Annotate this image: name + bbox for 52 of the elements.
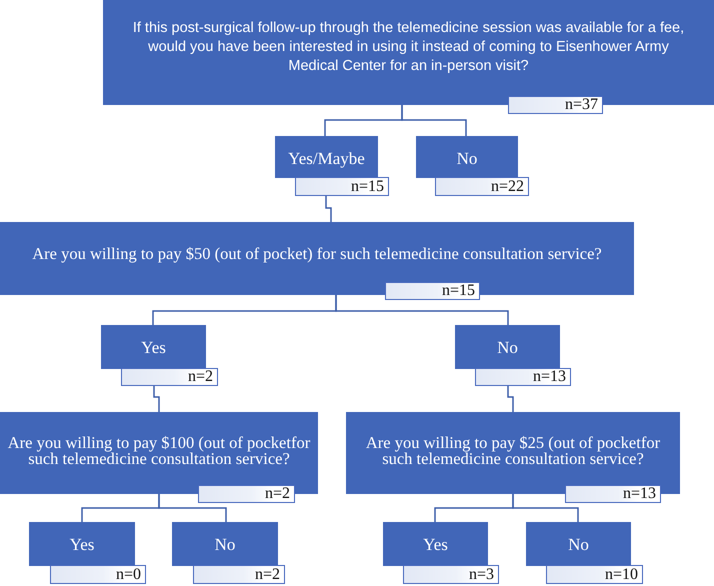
response-text: Yes [141, 338, 166, 358]
count-text: n=2 [264, 486, 290, 502]
count-text: n=13 [532, 369, 566, 385]
response-text: No [456, 149, 478, 169]
count-box [50, 565, 146, 584]
count-text: n=13 [622, 486, 656, 502]
response-text: No [497, 338, 518, 358]
count-text: n=2 [254, 566, 280, 582]
question-text: Are you willing to pay $25 (out of pocketfor such telemedicine consultation service? [364, 435, 662, 467]
response-box [526, 522, 631, 566]
count-box [403, 565, 499, 584]
question-text: Are you willing to pay $100 (out of pocketfor such telemedicine consultation service? [6, 435, 312, 467]
question-text: If this post-surgical follow-up through the telemedicine session was available for a fee, would you have been interested in using it instead of coming to Eisenhower Army Medical Center for an in-person visit? [132, 19, 686, 76]
count-text: n=15 [442, 283, 475, 299]
response-text: No [568, 535, 589, 555]
connector-line [325, 196, 332, 222]
count-text: n=15 [350, 178, 384, 194]
count-box [295, 177, 389, 196]
response-box [383, 522, 488, 566]
response-text: No [214, 535, 236, 555]
count-box [198, 485, 295, 503]
response-text: Yes [423, 535, 448, 555]
count-box [435, 177, 529, 196]
count-text: n=3 [468, 566, 494, 582]
count-text: n=37 [564, 97, 598, 113]
connector-line [507, 386, 514, 412]
question-box [0, 222, 634, 295]
response-box [29, 522, 135, 566]
count-text: n=2 [188, 369, 213, 385]
connector-line [401, 105, 467, 136]
response-box [101, 325, 206, 369]
count-box [121, 368, 218, 386]
response-box [275, 136, 378, 178]
question-text: Are you willing to pay $50 (out of pocket) for such telemedicine consultation service? [32, 246, 602, 262]
connector-line [153, 386, 160, 412]
count-box [565, 485, 661, 503]
count-text: n=10 [604, 566, 638, 582]
count-text: n=0 [116, 566, 141, 582]
response-box [172, 522, 278, 566]
count-box [508, 96, 603, 114]
response-box [455, 325, 560, 369]
connector-line [335, 295, 509, 325]
connector-line [512, 494, 579, 522]
count-box [546, 565, 643, 584]
connector-line [158, 494, 227, 522]
count-box [475, 368, 571, 386]
count-box [385, 282, 480, 300]
count-box [193, 565, 285, 584]
response-box [416, 136, 518, 178]
response-text: Yes [70, 535, 94, 555]
response-text: Yes/Maybe [288, 149, 365, 169]
count-text: n=22 [490, 178, 524, 194]
